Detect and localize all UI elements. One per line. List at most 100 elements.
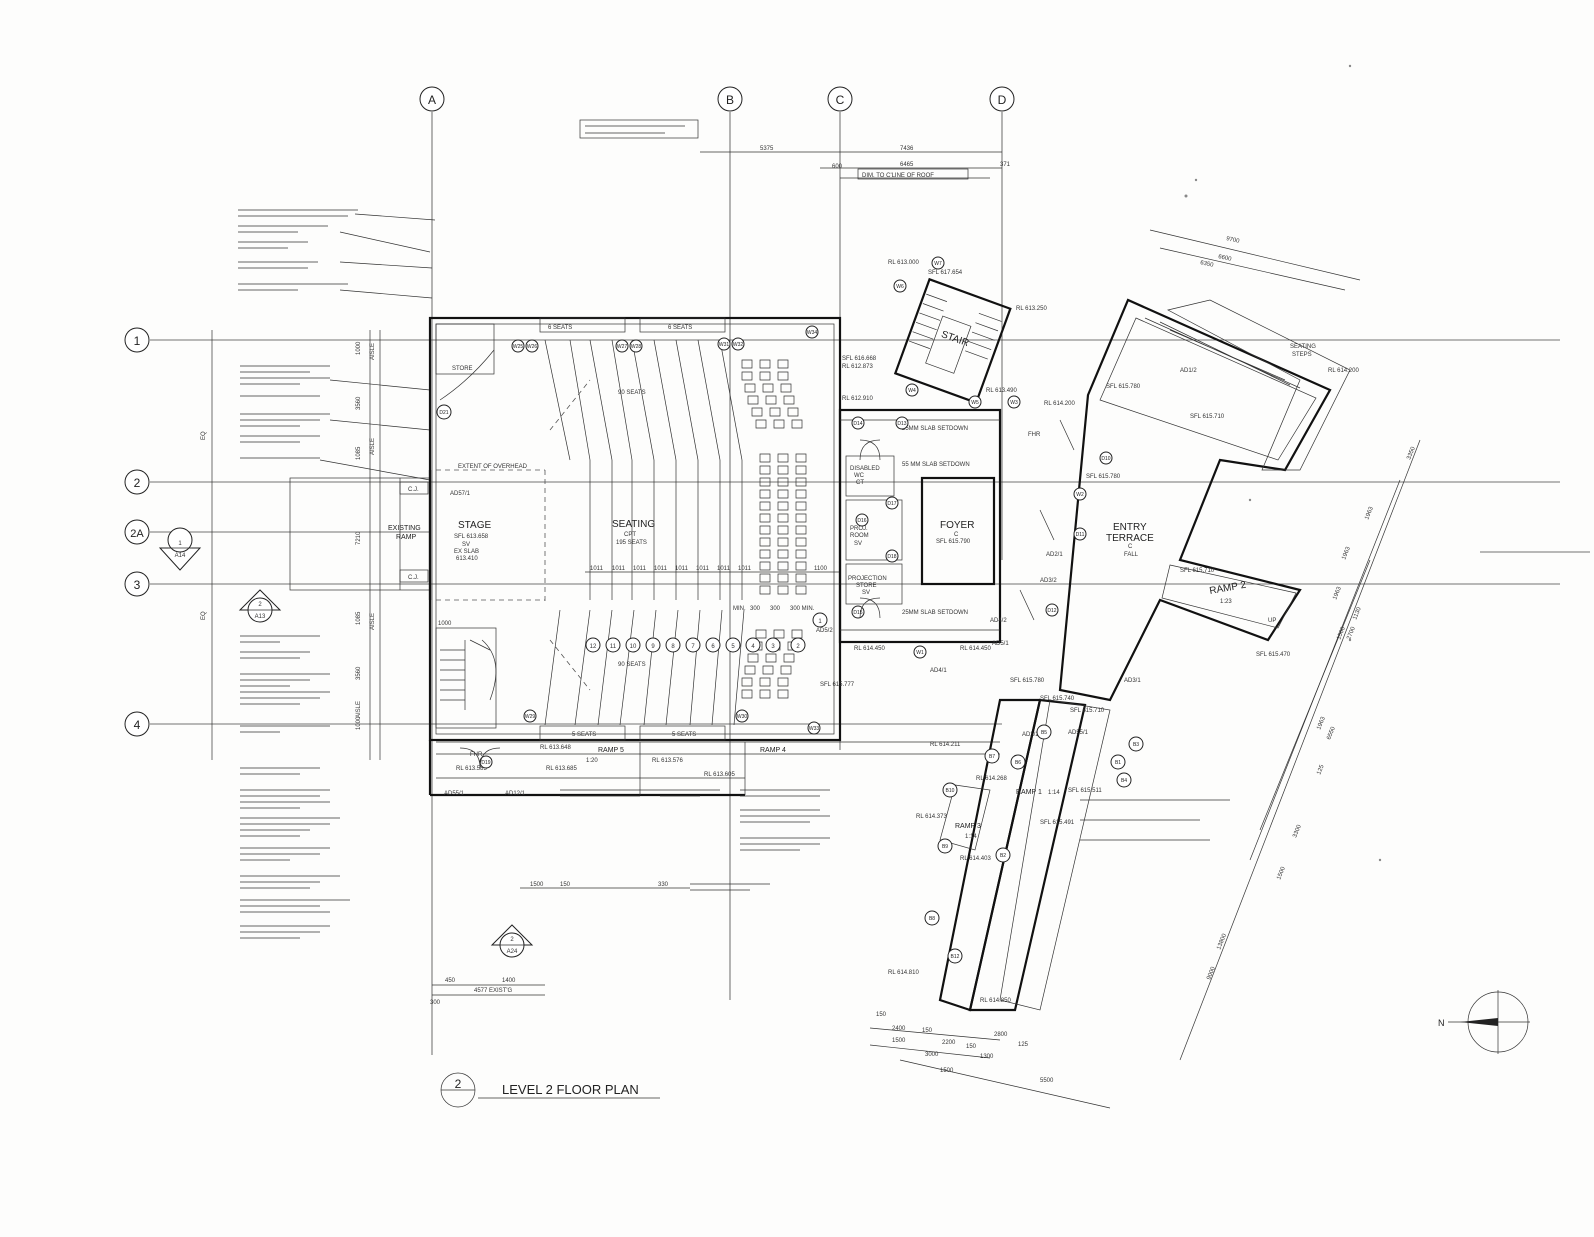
svg-text:1500: 1500	[1336, 626, 1347, 641]
svg-text:4577 EXIST'G: 4577 EXIST'G	[474, 988, 512, 994]
svg-text:RL 614.200: RL 614.200	[1044, 401, 1075, 407]
svg-text:1: 1	[818, 619, 822, 625]
svg-text:150: 150	[966, 1044, 977, 1050]
seating-count: 195 SEATS	[616, 540, 647, 546]
svg-text:1011: 1011	[612, 566, 626, 572]
grid-bubble-4	[124, 711, 150, 737]
svg-text:W5: W5	[971, 400, 979, 406]
slab-note-1: 25MM SLAB SETDOWN	[902, 426, 968, 432]
svg-text:B3: B3	[1133, 742, 1139, 748]
bottom-dimensions: 450 1400 4577 EXIST'G 300 1500 150 330 2…	[430, 882, 1111, 1109]
seat-block-2: 6 SEATS	[668, 325, 692, 331]
svg-text:2700: 2700	[1346, 626, 1357, 641]
svg-text:12: 12	[590, 644, 597, 650]
row-dimensions: 1011 1011 1011 1011 1011 1011 1011 1011 …	[585, 566, 840, 612]
grid-label-4: 4	[134, 718, 141, 732]
ldim-1000-bot: 1000	[356, 716, 362, 730]
svg-text:3300: 3300	[1292, 824, 1303, 839]
ldim-1000-top: 1000	[356, 341, 362, 355]
svg-text:D19: D19	[481, 760, 490, 766]
seating-labels: 6 SEATS 6 SEATS 90 SEATS 90 SEATS 5 SEAT…	[548, 325, 696, 738]
svg-text:RL 613.576: RL 613.576	[652, 758, 683, 764]
svg-text:2200: 2200	[942, 1040, 956, 1046]
svg-text:AD3/2: AD3/2	[1040, 578, 1057, 584]
svg-text:1011: 1011	[717, 566, 731, 572]
stair-levels: RL 613.000 SFL 617.654 RL 613.250 SFL 61…	[842, 256, 1075, 659]
svg-text:8: 8	[671, 644, 675, 650]
svg-text:11: 11	[610, 644, 617, 650]
aisle-label-4: AISLE	[356, 701, 362, 718]
dim-371: 371	[1000, 162, 1011, 168]
svg-text:150: 150	[922, 1028, 933, 1034]
svg-text:AD55/1: AD55/1	[444, 791, 465, 797]
disabled-wc-ct: CT	[856, 480, 864, 486]
svg-text:A24: A24	[507, 949, 518, 955]
fhr-label-1: FHR	[1028, 432, 1041, 438]
ramp5-grade: 1:20	[586, 758, 598, 764]
svg-text:B7: B7	[989, 754, 995, 760]
svg-text:C.J.: C.J.	[408, 575, 419, 581]
section-mark-a13: 2 A13	[238, 589, 282, 623]
svg-text:RL 613.250: RL 613.250	[1016, 306, 1047, 312]
svg-text:B12: B12	[951, 954, 960, 960]
svg-text:D12: D12	[1047, 608, 1056, 614]
svg-text:450: 450	[445, 978, 456, 984]
store-label: STORE	[452, 366, 473, 372]
svg-text:RL 612.873: RL 612.873	[842, 364, 873, 370]
svg-text:RL 614.450: RL 614.450	[854, 646, 885, 652]
svg-text:A13: A13	[255, 614, 266, 620]
svg-text:6: 6	[711, 644, 715, 650]
svg-text:W28: W28	[631, 344, 642, 350]
ramp3-grade: 1:14	[965, 834, 977, 840]
svg-text:B5: B5	[1041, 730, 1047, 736]
extent-note: EXTENT OF OVERHEAD	[458, 464, 528, 470]
grid-label-3: 3	[134, 578, 141, 592]
svg-text:150: 150	[876, 1012, 887, 1018]
svg-text:W33: W33	[809, 726, 820, 732]
bottom-left-stair: 1000	[435, 621, 497, 729]
foyer-sub: C	[954, 532, 959, 538]
grid-label-b: B	[726, 93, 734, 107]
svg-text:B6: B6	[1015, 760, 1021, 766]
aisle-label-1: AISLE	[370, 343, 376, 360]
dim-5375: 5375	[760, 146, 774, 152]
svg-text:D17: D17	[887, 501, 896, 507]
service-rooms: DISABLED WC CT PROJ. ROOM SV PROJECTION …	[816, 408, 1009, 688]
seat-block-4: 90 SEATS	[618, 662, 646, 668]
right-dimensions: 9700 6600 6350 3350 13800 9000 3300 1500…	[1149, 229, 1421, 1061]
svg-text:5500: 5500	[1040, 1078, 1054, 1084]
svg-text:B2: B2	[1000, 853, 1006, 859]
svg-text:B4: B4	[1121, 778, 1127, 784]
left-notes	[238, 209, 436, 939]
svg-text:1011: 1011	[633, 566, 647, 572]
svg-text:W25: W25	[513, 344, 524, 350]
seating-steps-2: STEPS	[1292, 352, 1312, 358]
entry-name-2: TERRACE	[1106, 533, 1154, 544]
svg-text:W34: W34	[807, 330, 818, 336]
ldim-1085-top: 1085	[356, 446, 362, 460]
svg-text:1400: 1400	[502, 978, 516, 984]
svg-text:RL 614.200: RL 614.200	[1328, 368, 1359, 374]
svg-text:2: 2	[258, 602, 262, 608]
svg-text:9: 9	[651, 644, 655, 650]
stage-exslab-level: 613.410	[456, 556, 478, 562]
svg-text:AD1/2: AD1/2	[1180, 368, 1197, 374]
sheet-title: 2 LEVEL 2 FLOOR PLAN	[440, 1072, 660, 1108]
svg-text:SFL 615.511: SFL 615.511	[1068, 788, 1102, 794]
disabled-wc-line2: WC	[854, 473, 865, 479]
svg-text:1: 1	[178, 541, 182, 547]
dim-600: 600	[832, 164, 843, 170]
ramp1-name: RAMP 1	[1016, 789, 1042, 796]
svg-text:13800: 13800	[1216, 932, 1228, 950]
stage-area: C.J. C.J. AD57/1 EXISTING RAMP STAGE SFL…	[289, 464, 545, 601]
ldim-3560-top: 3560	[356, 396, 362, 410]
svg-text:W3: W3	[1010, 400, 1018, 406]
svg-text:D18: D18	[887, 554, 896, 560]
ldim-1085-bot: 1085	[356, 611, 362, 625]
svg-text:W26: W26	[527, 344, 538, 350]
slab-note-3: 25MM SLAB SETDOWN	[902, 610, 968, 616]
svg-text:RL 614.211: RL 614.211	[930, 742, 961, 748]
seat-clusters	[741, 359, 807, 699]
proj-room-sv: SV	[854, 541, 862, 547]
slab-note-2: 55 MM SLAB SETDOWN	[902, 462, 970, 468]
